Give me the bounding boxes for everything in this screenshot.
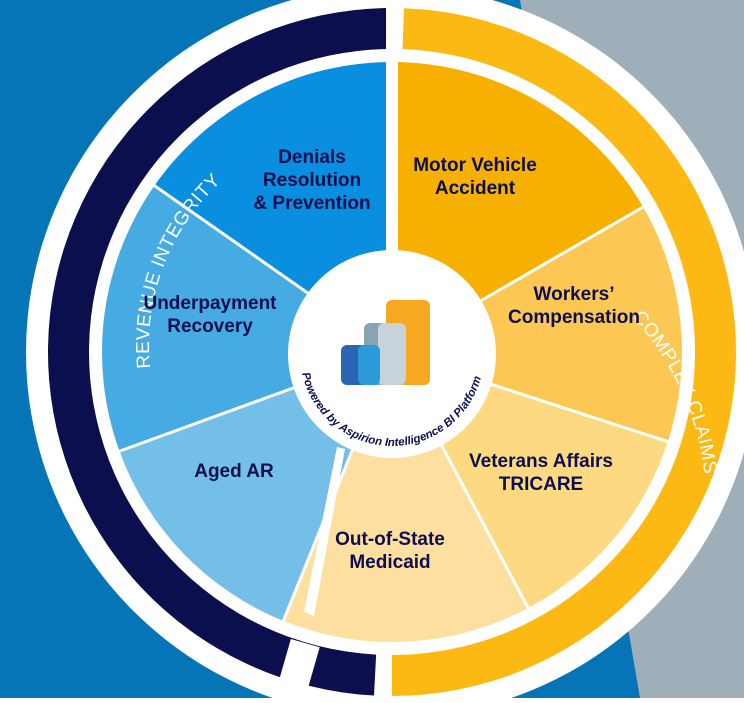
segment-out-of-state-medicaid (283, 435, 529, 642)
segment-veterans-affairs-tricare (436, 381, 668, 609)
segment-label-line: Underpayment (143, 293, 277, 314)
top-half-divider (386, 0, 398, 260)
bar-chart-icon (341, 300, 430, 385)
segment-denials (154, 62, 392, 298)
segment-label-line: Denials (278, 147, 346, 168)
segments (101, 62, 682, 642)
segment-label-line: Workers’ (534, 284, 615, 305)
segment-label-aged-ar: Aged AR (194, 461, 274, 482)
segment-divider (481, 379, 671, 444)
hub: Powered by Aspirion Intelligence BI Plat… (288, 250, 496, 458)
logo-bar (358, 345, 380, 385)
segment-divider (151, 183, 316, 299)
segment-divider (117, 383, 304, 454)
outer-rings (47, 8, 737, 697)
segment-label-line: Medicaid (349, 552, 430, 573)
segment-underpayment (101, 185, 315, 452)
segment-label-line: Aged AR (194, 461, 274, 482)
segment-aged-ar (119, 384, 357, 621)
segment-label-line: Motor Vehicle (413, 155, 537, 176)
segment-label-line: & Prevention (253, 193, 370, 214)
segment-dividers (117, 0, 671, 703)
segment-motor-vehicle-accident (392, 62, 644, 305)
segment-label-workers-compensation: Workers’Compensation (508, 284, 640, 328)
segment-workers-compensation (474, 207, 682, 442)
segment-divider (473, 204, 646, 306)
ring-gap (274, 639, 320, 703)
revenue-integrity-ring (47, 8, 387, 696)
segment-divider (435, 435, 531, 611)
complex-claims-ring (392, 8, 737, 697)
segment-label-line: Veterans Affairs (469, 451, 613, 472)
segment-label-line: Resolution (263, 170, 361, 191)
segment-label-line: Out-of-State (335, 529, 445, 550)
segment-label-line: Recovery (167, 316, 253, 337)
segment-label-line: Accident (435, 178, 516, 199)
segment-label-line: TRICARE (499, 474, 583, 495)
bottom-divider (304, 447, 345, 616)
segment-divider (281, 439, 358, 624)
logo-bar (378, 323, 406, 385)
segment-label-line: Compensation (508, 307, 640, 328)
